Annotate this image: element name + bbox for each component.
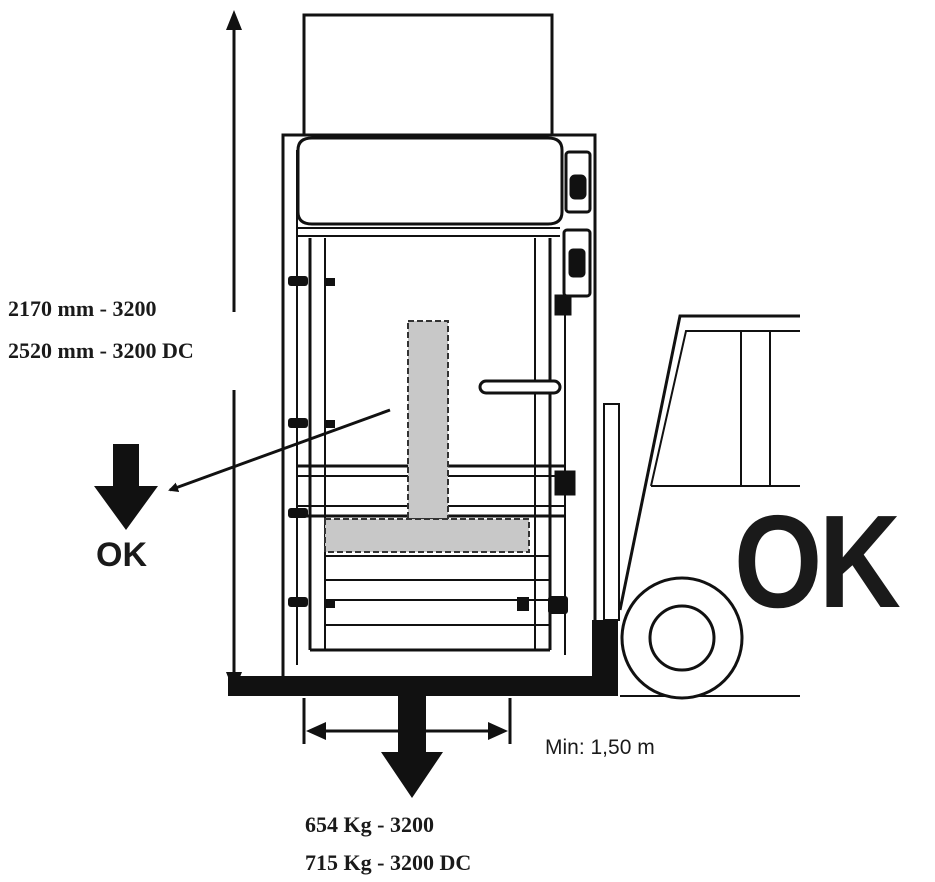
min-clearance-label: Min: 1,50 m — [545, 736, 655, 759]
floor-base — [228, 620, 618, 696]
baler-machine — [281, 133, 597, 680]
forklift — [603, 314, 800, 700]
weight-label-3200: 654 Kg - 3200 — [305, 812, 434, 837]
top-housing — [302, 13, 554, 137]
ok-label-small: OK — [96, 536, 147, 574]
height-label-3200-dc: 2520 mm - 3200 DC — [8, 338, 194, 363]
weight-label-3200-dc: 715 Kg - 3200 DC — [305, 850, 472, 875]
height-dimension-arrow — [226, 10, 242, 692]
weight-down-arrow-icon — [381, 690, 443, 798]
pointer-arrow — [168, 408, 391, 492]
door-hinges — [288, 276, 568, 614]
ok-label-large: OK — [734, 488, 901, 635]
height-label-3200: 2170 mm - 3200 — [8, 296, 157, 321]
control-panel — [554, 150, 592, 496]
press-plate — [324, 320, 530, 553]
down-arrow-icon — [94, 444, 158, 530]
